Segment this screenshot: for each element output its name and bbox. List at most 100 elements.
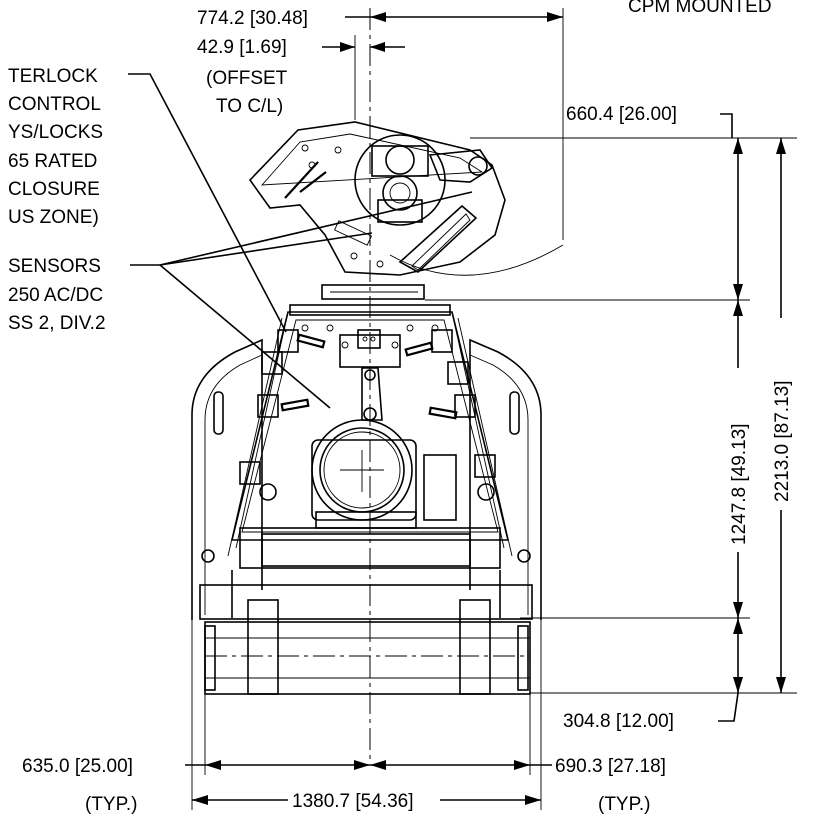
center-dot-1 — [362, 336, 368, 342]
handle-l3 — [280, 398, 310, 412]
hole-e — [376, 260, 384, 268]
center-bracket — [339, 334, 401, 368]
offset-note-2: TO C/L) — [216, 96, 283, 117]
center-dot-2 — [370, 336, 376, 342]
base-post-r — [459, 599, 491, 695]
arrow-1380-right — [525, 795, 541, 805]
motor-inner — [323, 431, 401, 509]
cpm-housing — [354, 134, 446, 226]
right-dimensions: 660.4 [26.00] 1247.8 [49.13] 304.8 [12.0… — [425, 104, 797, 732]
interlock-line-5: CLOSURE — [8, 179, 100, 200]
mount-hole-l — [201, 549, 215, 563]
hole-c — [301, 144, 309, 152]
sensors-line-2: 250 AC/DC — [8, 285, 103, 306]
cpm-gearbox — [371, 145, 429, 177]
dim-304: 304.8 [12.00] — [563, 711, 674, 732]
hole-3 — [406, 324, 414, 332]
handle-l1 — [296, 333, 326, 349]
dim-660: 660.4 [26.00] — [566, 104, 677, 125]
dim-1247: 1247.8 [49.13] — [729, 424, 750, 546]
interlock-line-1: TERLOCK — [8, 66, 98, 87]
right-latches — [404, 329, 496, 501]
interlock-line-4: 65 RATED — [8, 151, 97, 172]
cpm-pulley-top — [385, 145, 415, 175]
latch-l3 — [257, 394, 279, 418]
mount-plate — [248, 121, 506, 276]
left-latches — [239, 329, 326, 501]
cpm-brace — [398, 204, 478, 273]
handle-1 — [333, 220, 373, 246]
bottom-dimensions: 635.0 [25.00] (TYP.) 690.3 [27.18] (TYP.… — [22, 595, 666, 815]
arrow-2213-top — [776, 138, 786, 154]
cpm-base-block — [377, 199, 423, 223]
base-end-l — [204, 625, 216, 691]
offset-note-1: (OFFSET — [206, 68, 288, 89]
frame-crossbar — [199, 584, 533, 620]
arrow-774-left — [370, 12, 386, 22]
arrow-690-right — [514, 760, 530, 770]
interlock-line-6: US ZONE) — [8, 207, 99, 228]
latch-r1 — [431, 329, 453, 353]
hole-a — [308, 161, 316, 169]
latch-r2 — [447, 361, 469, 385]
sensors-leader-1 — [159, 264, 331, 409]
knob-l — [259, 483, 277, 501]
left-side-panel — [191, 338, 263, 620]
interlock-line-2: CONTROL — [8, 94, 101, 115]
sensors-callout: SENSORS 250 AC/DC SS 2, DIV.2 — [8, 191, 473, 409]
machine-body — [191, 304, 542, 620]
base-skid — [204, 599, 531, 695]
hole-4 — [431, 324, 439, 332]
base-frame — [204, 621, 531, 695]
base-post-l — [247, 599, 279, 695]
slot-2 — [299, 171, 327, 193]
hopper-edge-l2 — [227, 317, 283, 557]
hole-1 — [301, 324, 309, 332]
left-slot — [213, 391, 224, 435]
sensors-leader-2 — [159, 232, 373, 266]
hole-6 — [391, 341, 399, 349]
linkage-arm — [361, 367, 383, 421]
lower-deck — [239, 527, 501, 569]
arrow-42-right — [370, 42, 385, 52]
arrow-690-left — [370, 760, 386, 770]
top-plate — [289, 304, 451, 316]
latch-l2 — [261, 351, 283, 375]
cpm-upper-assembly — [248, 121, 564, 300]
dim-635: 635.0 [25.00] — [22, 756, 133, 777]
cpm-brace-inner — [411, 213, 471, 271]
hopper-edge-r1 — [451, 311, 505, 549]
arrow-2213-bottom — [776, 677, 786, 693]
arrow-660-bottom — [733, 284, 743, 300]
latch-l4 — [239, 461, 261, 485]
left-side-panel-inner — [204, 354, 263, 615]
hole-5 — [341, 341, 349, 349]
dim-635-typ: (TYP.) — [85, 794, 137, 815]
dim-1380: 1380.7 [54.36] — [292, 791, 414, 812]
dim-2213: 2213.0 [87.13] — [772, 381, 793, 503]
mount-hole-r — [517, 549, 531, 563]
arrow-1247-bottom — [733, 602, 743, 618]
dim-304-leader — [718, 692, 739, 722]
arrow-660-top — [733, 138, 743, 154]
support-stem — [321, 284, 425, 300]
arrow-635-left — [205, 760, 221, 770]
cpm-mounted-note: CPM MOUNTED — [628, 0, 772, 17]
latch-r3 — [454, 394, 476, 418]
arrow-635-right — [354, 760, 370, 770]
right-slot — [509, 391, 520, 435]
interlock-callout: TERLOCK CONTROL YS/LOCKS 65 RATED CLOSUR… — [8, 66, 287, 333]
dim-690-typ: (TYP.) — [598, 794, 650, 815]
sensors-leader-3 — [159, 191, 473, 266]
knob-r — [477, 483, 495, 501]
latch-r4 — [474, 454, 496, 478]
right-side-panel-inner — [469, 354, 529, 615]
motor-guard — [423, 454, 457, 521]
hole-2 — [326, 324, 334, 332]
linkage-pin-top — [364, 369, 376, 381]
handle-r1 — [404, 341, 434, 357]
dim-660-leader — [720, 113, 733, 138]
hopper-edge-r2 — [457, 317, 513, 557]
arrow-304-bottom — [733, 677, 743, 693]
